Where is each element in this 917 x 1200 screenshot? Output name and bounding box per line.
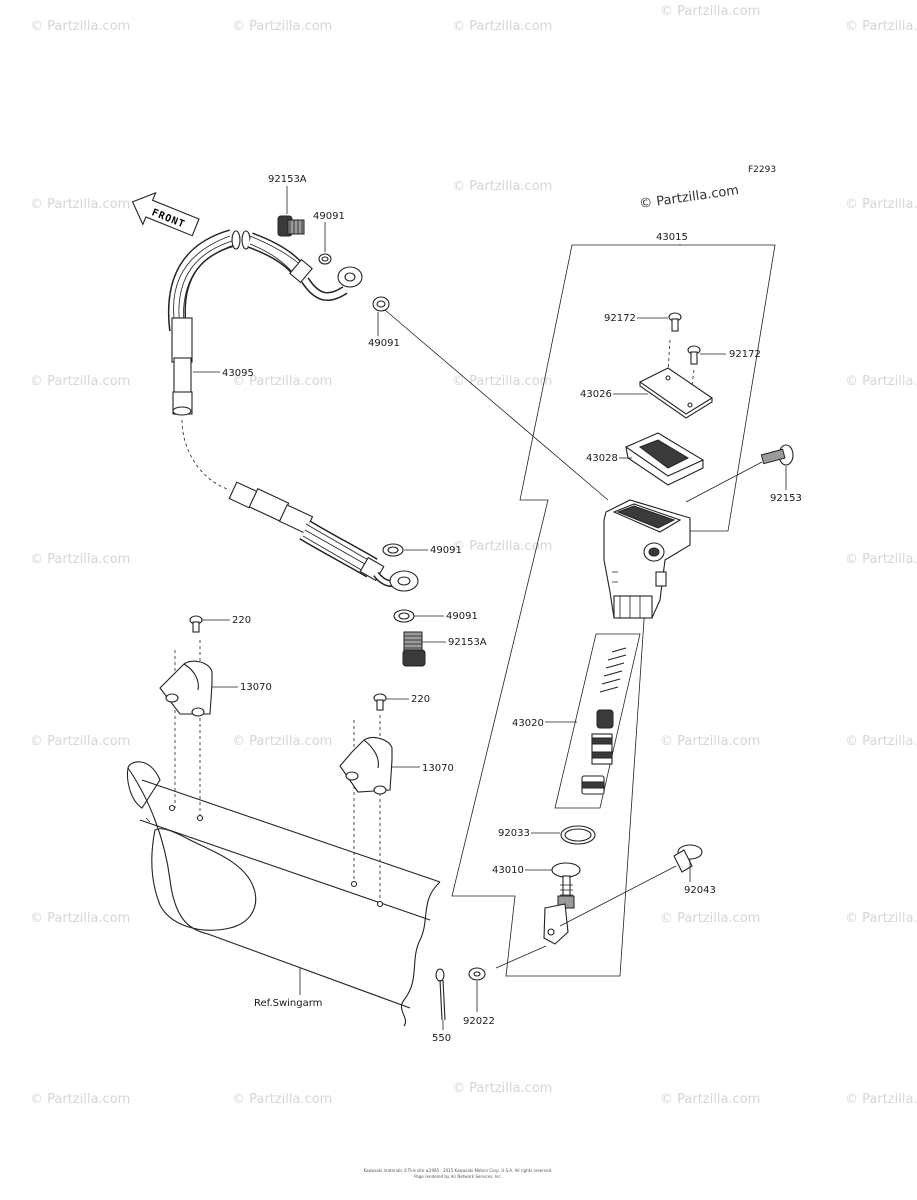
callout-92172: 92172	[604, 313, 636, 324]
reservoir-diaphragm[interactable]	[624, 432, 705, 486]
swingarm-reference	[126, 761, 441, 1027]
callouts: 92153A 49091 49091 43095 43015 92172 921…	[193, 174, 802, 1044]
banjo-bolt-low[interactable]	[402, 631, 426, 667]
callout-92022: 92022	[463, 1016, 495, 1027]
watermark: © Partzilla.com	[660, 1092, 760, 1107]
cotter-pin[interactable]	[435, 968, 446, 1021]
piston-cup[interactable]	[596, 709, 614, 729]
watermark: © Partzilla.com	[232, 374, 332, 389]
callout-92153A: 92153A	[448, 637, 487, 648]
footer-copyright: Kawasaki materials ©This site ≤1995 - 20…	[364, 1168, 553, 1173]
mounting-bolt[interactable]	[760, 444, 794, 466]
hose-clamp-1[interactable]	[159, 660, 213, 717]
parts-kit-outline	[554, 633, 641, 809]
watermark: © Partzilla.com	[845, 19, 917, 34]
callout-550: 550	[432, 1033, 451, 1044]
clevis-pin[interactable]	[673, 844, 703, 873]
watermark: © Partzilla.com	[30, 552, 130, 567]
callout-13070: 13070	[422, 763, 454, 774]
watermark: © Partzilla.com	[452, 179, 552, 194]
callout-43020: 43020	[512, 718, 544, 729]
front-arrow: FRONT	[131, 191, 200, 237]
callout-92043: 92043	[684, 885, 716, 896]
callout-220: 220	[411, 694, 430, 705]
callout-43026: 43026	[580, 389, 612, 400]
cap-screw-2[interactable]	[687, 345, 701, 365]
watermark: © Partzilla.com	[845, 734, 917, 749]
callout-220: 220	[232, 615, 251, 626]
callout-92172: 92172	[729, 349, 761, 360]
watermark: © Partzilla.com	[660, 734, 760, 749]
watermark: © Partzilla.com	[660, 911, 760, 926]
clamp-screw-2[interactable]	[373, 693, 387, 711]
piston[interactable]	[591, 733, 613, 765]
callout-92153: 92153	[770, 493, 802, 504]
watermark-layer: © Partzilla.com © Partzilla.com © Partzi…	[30, 4, 917, 1107]
assembly-outline	[451, 244, 776, 977]
watermark: © Partzilla.com	[452, 19, 552, 34]
callout-49091: 49091	[430, 545, 462, 556]
watermark: © Partzilla.com	[30, 1092, 130, 1107]
watermark: © Partzilla.com	[232, 734, 332, 749]
callout-43095: 43095	[222, 368, 254, 379]
callout-13070: 13070	[240, 682, 272, 693]
watermark: © Partzilla.com	[30, 911, 130, 926]
hose-clamp-2[interactable]	[339, 737, 393, 795]
watermark: © Partzilla.com	[30, 19, 130, 34]
watermark: © Partzilla.com	[845, 374, 917, 389]
banjo-bolt-top[interactable]	[277, 215, 305, 237]
callout-43015: 43015	[656, 232, 688, 243]
watermark: © Partzilla.com	[30, 197, 130, 212]
reservoir-cap[interactable]	[638, 367, 714, 419]
callout-92153A: 92153A	[268, 174, 307, 185]
watermark: © Partzilla.com	[232, 1092, 332, 1107]
diagram-code: F2293	[748, 165, 776, 175]
callout-43010: 43010	[492, 865, 524, 876]
piston-seal[interactable]	[581, 775, 605, 795]
swingarm-reference-label: Ref.Swingarm	[254, 998, 322, 1009]
piston-spring[interactable]	[599, 647, 627, 693]
watermark: © Partzilla.com	[845, 552, 917, 567]
watermark: © Partzilla.com	[232, 19, 332, 34]
watermark: © Partzilla.com	[30, 374, 130, 389]
watermark: © Partzilla.com	[452, 374, 552, 389]
callout-49091: 49091	[313, 211, 345, 222]
watermark: © Partzilla.com	[30, 734, 130, 749]
watermark: © Partzilla.com	[845, 911, 917, 926]
watermark: © Partzilla.com	[845, 197, 917, 212]
watermark: © Partzilla.com	[845, 1092, 917, 1107]
cap-screw-1[interactable]	[668, 312, 682, 332]
copyright-badge: © Partzilla.com	[638, 183, 739, 212]
callout-49091: 49091	[446, 611, 478, 622]
push-rod[interactable]	[543, 862, 581, 945]
callout-43028: 43028	[586, 453, 618, 464]
callout-49091: 49091	[368, 338, 400, 349]
watermark: © Partzilla.com	[452, 1081, 552, 1096]
footer-rendered-by: Page rendered by Ari Network Services, I…	[414, 1174, 502, 1179]
watermark: © Partzilla.com	[452, 539, 552, 554]
clamp-screw-1[interactable]	[189, 615, 203, 633]
watermark: © Partzilla.com	[660, 4, 760, 19]
brake-hose[interactable]	[167, 229, 419, 592]
master-cylinder-body[interactable]	[603, 499, 691, 619]
callout-92033: 92033	[498, 828, 530, 839]
